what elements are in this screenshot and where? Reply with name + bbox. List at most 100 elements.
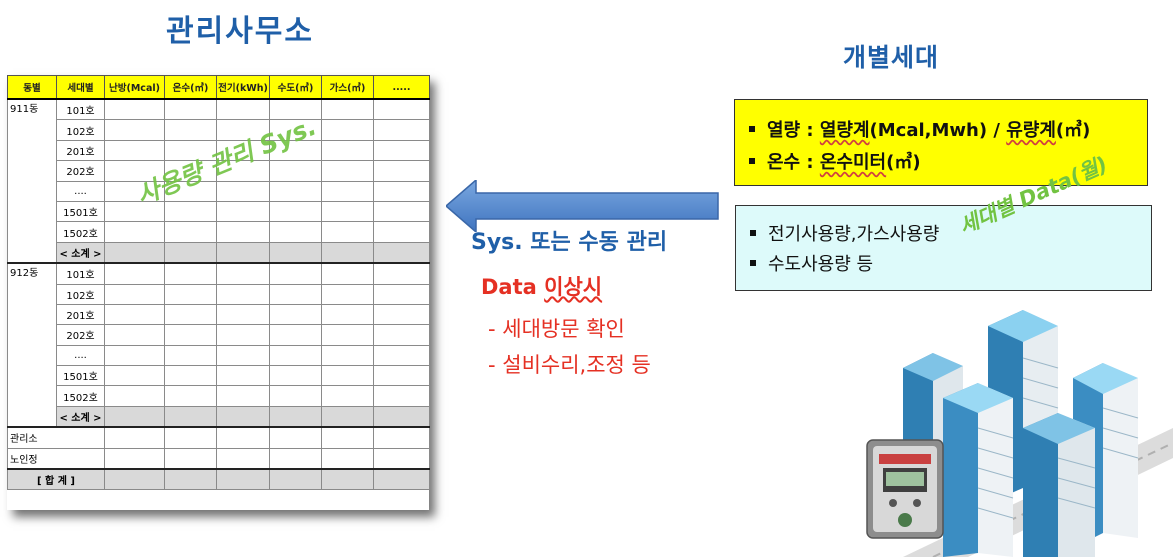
value-cell <box>373 119 430 141</box>
value-cell <box>373 262 430 285</box>
value-cell <box>321 447 374 470</box>
value-cell <box>321 303 374 326</box>
unit-cell: 1502호 <box>56 385 105 407</box>
table-row: .... <box>8 180 430 202</box>
dong-cell: 912동 <box>7 262 57 428</box>
hot-water-meter-line: 온수 : 온수미터(㎥) <box>749 148 921 174</box>
value-cell <box>216 262 270 285</box>
unit-cell: .... <box>56 180 105 202</box>
unit-cell: 1502호 <box>56 221 105 243</box>
value-cell <box>373 365 430 387</box>
apartment-buildings-illustration <box>866 310 1173 557</box>
subtotal-row: < 소계 > <box>8 241 430 264</box>
unit-cell: 202호 <box>56 160 105 182</box>
table-row: 1501호 <box>8 365 430 387</box>
header-hot-water: 온수(㎥) <box>164 75 217 100</box>
table-row: 202호 <box>8 160 430 182</box>
value-cell <box>373 98 430 121</box>
value-cell <box>104 324 165 346</box>
value-cell <box>104 426 165 449</box>
water-usage-line: 수도사용량 등 <box>750 250 873 276</box>
facility-cell: 관리소 <box>7 426 105 449</box>
heat-meter-name: 열량계 <box>819 120 870 141</box>
value-cell <box>373 344 430 367</box>
value-cell <box>164 200 217 223</box>
hot-water-meter-name: 온수미터 <box>819 152 887 173</box>
value-cell <box>164 426 217 449</box>
hot-water-label: 온수 : <box>767 152 820 173</box>
value-cell <box>321 139 374 162</box>
value-cell <box>269 241 322 264</box>
heat-meter-device-icon <box>866 439 944 539</box>
value-cell <box>321 283 374 305</box>
value-cell <box>321 405 374 428</box>
header-dong: 동별 <box>7 75 57 100</box>
value-cell <box>373 405 430 428</box>
hot-water-meter-units: (㎥) <box>886 152 921 173</box>
action-visit-household: - 세대방문 확인 <box>488 317 625 341</box>
value-cell <box>373 303 430 326</box>
value-cell <box>269 344 322 367</box>
value-cell <box>164 447 217 470</box>
value-cell <box>269 385 322 407</box>
table-header-row: 동별 세대별 난방(Mcal) 온수(㎥) 전기(kWh) 수도(㎥) 가스(㎥… <box>7 75 430 100</box>
value-cell <box>269 405 322 428</box>
value-cell <box>269 447 322 470</box>
usage-table: 동별 세대별 난방(Mcal) 온수(㎥) 전기(kWh) 수도(㎥) 가스(㎥… <box>7 75 430 491</box>
value-cell <box>164 221 217 243</box>
value-cell <box>216 426 270 449</box>
value-cell <box>321 324 374 346</box>
value-cell <box>373 241 430 264</box>
value-cell <box>269 283 322 305</box>
action-repair-adjust: - 설비수리,조정 등 <box>488 353 651 377</box>
header-gas: 가스(㎥) <box>321 75 374 100</box>
data-anomaly-label: Data 이상시 <box>481 271 602 301</box>
value-cell <box>321 468 374 491</box>
usage-items-box: 전기사용량,가스사용량 수도사용량 등 <box>735 205 1152 291</box>
total-row: [ 합 계 ] <box>7 468 430 491</box>
value-cell <box>269 365 322 387</box>
value-cell <box>321 119 374 141</box>
table-row: 1501호 <box>8 200 430 223</box>
value-cell <box>104 139 165 162</box>
flow-meter-units: (㎥) <box>1055 120 1091 141</box>
table-row: 1502호 <box>8 221 430 243</box>
unit-cell: 201호 <box>56 139 105 162</box>
value-cell <box>164 468 217 491</box>
value-cell <box>321 262 374 285</box>
value-cell <box>216 385 270 407</box>
building-front-left-icon <box>943 383 1013 557</box>
value-cell <box>216 365 270 387</box>
table-row: 102호 <box>8 283 430 305</box>
value-cell <box>104 303 165 326</box>
header-electricity: 전기(kWh) <box>216 75 270 100</box>
building-front-center-icon <box>1023 413 1095 557</box>
value-cell <box>373 324 430 346</box>
value-cell <box>164 405 217 428</box>
heat-meter-line: 열량 : 열량계(Mcal,Mwh) / 유량계(㎥) <box>749 116 1090 142</box>
value-cell <box>321 200 374 223</box>
electricity-gas-usage-line: 전기사용량,가스사용량 <box>750 220 939 246</box>
heat-meter-units: (Mcal,Mwh) / <box>869 120 1007 141</box>
value-cell <box>321 385 374 407</box>
value-cell <box>216 303 270 326</box>
value-cell <box>104 119 165 141</box>
unit-cell: 1501호 <box>56 365 105 387</box>
value-cell <box>373 139 430 162</box>
table-row: .... <box>8 344 430 367</box>
bullet-square-icon <box>749 158 755 164</box>
value-cell <box>321 160 374 182</box>
facility-cell: 노인정 <box>7 447 105 470</box>
value-cell <box>321 221 374 243</box>
value-cell <box>216 447 270 470</box>
management-office-title: 관리사무소 <box>166 14 314 49</box>
flow-meter-name: 유량계 <box>1006 120 1056 141</box>
value-cell <box>216 180 270 202</box>
value-cell <box>216 283 270 305</box>
value-cell <box>104 405 165 428</box>
usage-table-panel: 동별 세대별 난방(Mcal) 온수(㎥) 전기(kWh) 수도(㎥) 가스(㎥… <box>7 75 430 510</box>
electricity-gas-usage-text: 전기사용량,가스사용량 <box>768 224 940 245</box>
value-cell <box>373 200 430 223</box>
value-cell <box>373 468 430 491</box>
